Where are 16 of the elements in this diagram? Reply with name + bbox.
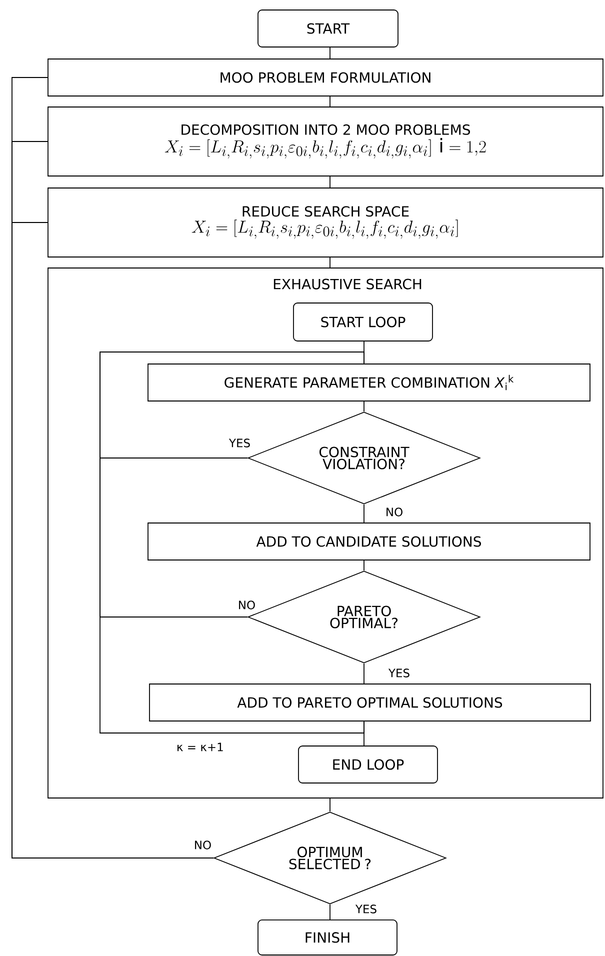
terminal-box: FINISH xyxy=(258,920,398,956)
process-box: GENERATE PARAMETER COMBINATION X$_{i}$k xyxy=(148,364,590,402)
terminal-box: START LOOP xyxy=(293,302,433,342)
process-box: DECOMPOSITION INTO 2 MOO PROBLEMS $X_i = [L_{i,} R_{i,} s_{i,} p_{i,} \varepsilon_{0i,} b_{i,} l_{i,} f_{i,} c_{i,} d_{i,} g_{i,} \alpha_i]\ \mathrm{i} = 1{,}2$ xyxy=(48,106,604,176)
terminal-box: END LOOP xyxy=(298,746,438,784)
connector-line xyxy=(100,352,364,734)
process-box: ADD TO CANDIDATE SOLUTIONS xyxy=(148,522,590,560)
process-box: REDUCE SEARCH SPACE $X_i = [L_{i,} R_{i,} s_{i,} p_{i,} \varepsilon_{0i,} b_{i,} l_{i,} f_{i,} c_{i,} d_{i,} g_{i,} \alpha_i]$ xyxy=(48,188,604,258)
process-box: ADD TO PARETO OPTIMAL SOLUTIONS xyxy=(149,684,591,722)
edge-label: NO xyxy=(192,840,213,850)
edge-label: YES xyxy=(354,904,378,914)
edge-label: NO xyxy=(384,506,404,518)
process-box: MOO PROBLEM FORMULATION xyxy=(48,58,604,96)
edge-label: κ = κ+1 xyxy=(175,742,225,752)
edge-label: YES xyxy=(387,668,412,678)
terminal-box: START xyxy=(258,10,398,48)
